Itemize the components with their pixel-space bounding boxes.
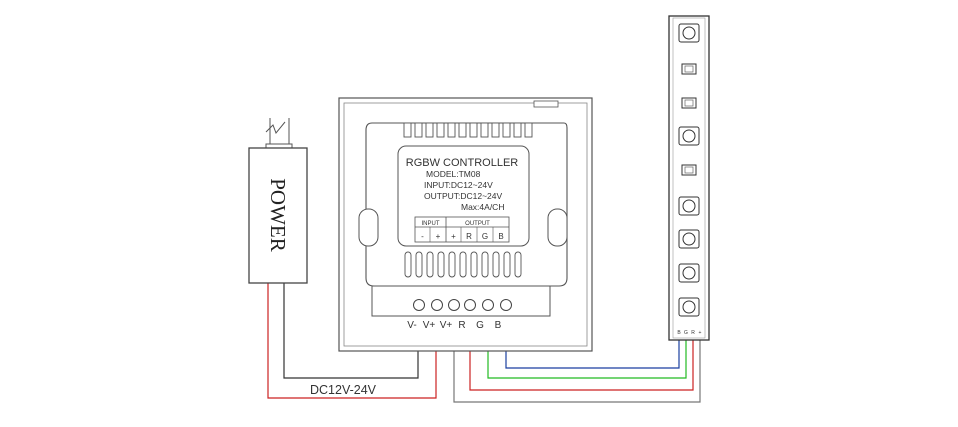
vent-slot xyxy=(514,251,522,278)
right-mount-slot xyxy=(547,208,568,247)
vent-slot xyxy=(404,251,412,278)
vent-tooth xyxy=(480,122,489,138)
vent-slot xyxy=(415,251,423,278)
left-mount-slot xyxy=(358,208,379,247)
top-vents xyxy=(403,122,533,138)
vent-slot xyxy=(503,251,511,278)
controller-model: MODEL:TM08 xyxy=(426,169,481,179)
led-strip: B G R + xyxy=(668,15,710,341)
terminal-screw xyxy=(500,299,512,311)
terminal-screw xyxy=(482,299,494,311)
table-cell: B xyxy=(498,232,503,241)
vent-slot xyxy=(426,251,434,278)
terminal-block xyxy=(371,285,551,317)
power-supply-body xyxy=(248,147,308,284)
led-lens xyxy=(682,266,696,280)
vent-slot xyxy=(481,251,489,278)
resistor-body xyxy=(684,99,694,107)
led-lens xyxy=(682,300,696,314)
voltage-label: DC12V-24V xyxy=(310,383,377,397)
table-input-header: INPUT xyxy=(422,221,440,227)
power-label: POWER xyxy=(266,178,290,252)
controller-output-spec: OUTPUT:DC12~24V xyxy=(424,191,503,201)
vent-tooth xyxy=(425,122,434,138)
strip-pin-label: G xyxy=(684,330,688,336)
terminal-screw xyxy=(448,299,460,311)
terminal-screw xyxy=(431,299,443,311)
terminal-table: INPUT OUTPUT - + + R G B xyxy=(414,216,510,243)
table-cell: R xyxy=(466,232,472,241)
vent-tooth xyxy=(414,122,423,138)
table-cell: + xyxy=(436,232,441,241)
cable-break-icon xyxy=(265,121,286,134)
led-lens xyxy=(682,26,696,40)
vent-slot xyxy=(459,251,467,278)
terminal-screw xyxy=(413,299,425,311)
strip-pin-label: R xyxy=(691,330,695,336)
vent-tooth xyxy=(491,122,500,138)
terminal-label: B xyxy=(495,320,502,331)
vent-slot xyxy=(492,251,500,278)
vent-slot xyxy=(470,251,478,278)
table-cell: G xyxy=(482,232,488,241)
vent-slot xyxy=(448,251,456,278)
wire-strip-positive xyxy=(453,310,701,403)
led-components xyxy=(678,23,700,317)
terminal-label: V- xyxy=(407,320,416,331)
controller-input-spec: INPUT:DC12~24V xyxy=(424,180,493,190)
terminal-label: V+ xyxy=(440,320,453,331)
vent-tooth xyxy=(458,122,467,138)
vent-tooth xyxy=(524,122,533,138)
led-lens xyxy=(682,232,696,246)
rgbw-controller: RGBW CONTROLLER MODEL:TM08 INPUT:DC12~24… xyxy=(338,97,593,352)
bottom-vents xyxy=(404,251,522,278)
vent-tooth xyxy=(436,122,445,138)
table-output-header: OUTPUT xyxy=(465,221,490,227)
terminal-label: R xyxy=(458,320,465,331)
terminal-label: G xyxy=(476,320,484,331)
led-lens xyxy=(682,129,696,143)
controller-title: RGBW CONTROLLER xyxy=(406,157,519,169)
controller-notch xyxy=(533,100,559,108)
vent-tooth xyxy=(469,122,478,138)
table-cell: + xyxy=(451,232,456,241)
vent-tooth xyxy=(447,122,456,138)
strip-pin-label: + xyxy=(699,330,702,336)
terminal-screws xyxy=(413,299,512,311)
terminal-screw xyxy=(464,299,476,311)
vent-tooth xyxy=(513,122,522,138)
vent-slot xyxy=(437,251,445,278)
led-lens xyxy=(682,199,696,213)
vent-tooth xyxy=(403,122,412,138)
power-supply: POWER xyxy=(248,118,308,284)
vent-tooth xyxy=(502,122,511,138)
table-cell: - xyxy=(421,232,424,241)
terminal-label: V+ xyxy=(423,320,436,331)
resistor-body xyxy=(684,65,694,73)
resistor-body xyxy=(684,166,694,174)
controller-max-spec: Max:4A/CH xyxy=(461,202,504,212)
strip-pin-label: B xyxy=(677,330,681,336)
wire-power-positive xyxy=(267,283,437,399)
